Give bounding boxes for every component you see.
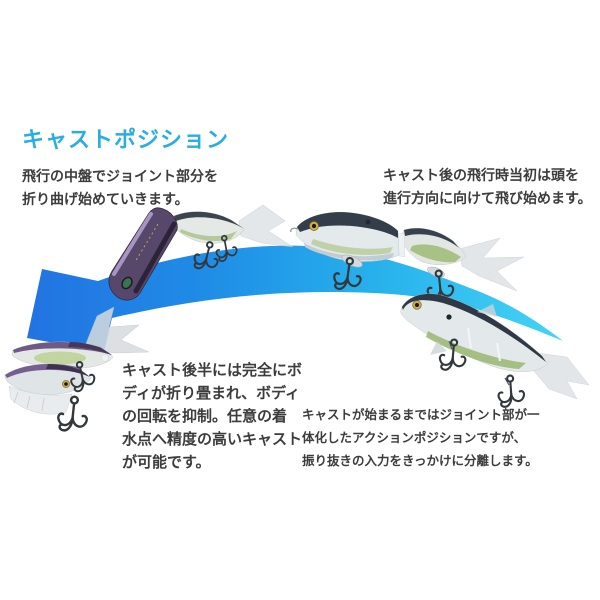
lure-b-nose-snap [290,227,299,233]
lure-d-head-purple-shadow [46,364,90,377]
lure-d-green-glow [34,351,86,365]
lure-d-pupil [64,382,68,386]
caption-line: ディが折り畳まれ、ボディ [122,384,301,402]
caption-line: キャスト後半には完全にボ [122,361,303,379]
lure-a-rear-back [174,211,243,228]
lure-c-pupil [415,303,419,307]
caption-line: 体化したアクションポジションですが、 [302,430,527,445]
lure-d-pectoral-fan [8,385,73,415]
lure-a-head-segment [108,207,178,301]
caption-cast-end: キャスト後半には完全にボ ディが折り畳まれ、ボディ の回転を抑制。任意の着 水点… [122,359,302,474]
lure-b-gill-spot [365,219,371,225]
lure-action-position [400,293,590,409]
caption-flight-start: キャスト後の飛行時当初は頭を 進行方向に向けて飛び始めます。 [383,165,592,211]
lure-b-pupil [311,223,317,229]
lure-fully-folded [4,306,150,434]
lure-c-tail-fin [532,352,590,400]
lure-b-rear-back [404,228,459,248]
lure-mid-flight-folding [108,204,294,301]
caption-line: 折り曲げ始めていきます。 [22,192,189,208]
lure-d-joint [101,354,109,362]
lure-c-pelvic-fin [430,341,447,355]
caption-mid-flight: 飛行の中盤でジョイント部分を 折り曲げ始めていきます。 [22,166,218,212]
cast-arc-arrow-icon [27,245,563,352]
caption-line: 飛行の中盤でジョイント部分を [22,169,218,185]
caption-line: が可能です。 [122,453,211,471]
lure-c-gill-spot [446,314,452,320]
lure-flight-start [290,211,525,304]
lure-c-hook-hangers [448,340,510,386]
caption-action-position: キャストが始まるまではジョイント部が一 体化したアクションポジションですが、 振… [302,403,540,472]
caption-line: 振り抜きの入力をきっかけに分離します。 [302,453,538,468]
caption-line: 進行方向に向けて飛び始めます。 [383,191,592,207]
lure-b-front-back [297,212,398,238]
lure-b-tail-fin [458,237,525,292]
caption-line: の回転を抑制。任意の着 [122,407,288,425]
lure-a-head-highlight [112,212,153,276]
lure-b-front-green-stripe [311,239,393,255]
page-title: キャストポジション [22,128,230,153]
lure-a-rear-green-stripe [180,229,237,242]
lure-c-green-stripe [426,331,526,369]
caption-line: キャストが始まるまではジョイント部が一 [302,407,540,422]
lure-d-rear-purple-shadow [68,342,112,355]
lure-b-rear-green-stripe [410,244,461,263]
lure-a-head-shadow-edge [133,221,177,294]
lure-a-nose-eye [121,276,133,290]
lure-a-tail-fin [238,204,294,248]
lure-c-dorsal-fin [477,304,497,317]
lure-b-front-belly-shade [304,243,394,261]
caption-line: キャスト後の飛行時当初は頭を [383,168,579,184]
lure-c-joint-slits [466,327,502,362]
lure-d-fan-ridges [13,391,45,412]
caption-line: 水点へ精度の高いキャスト [122,430,303,448]
